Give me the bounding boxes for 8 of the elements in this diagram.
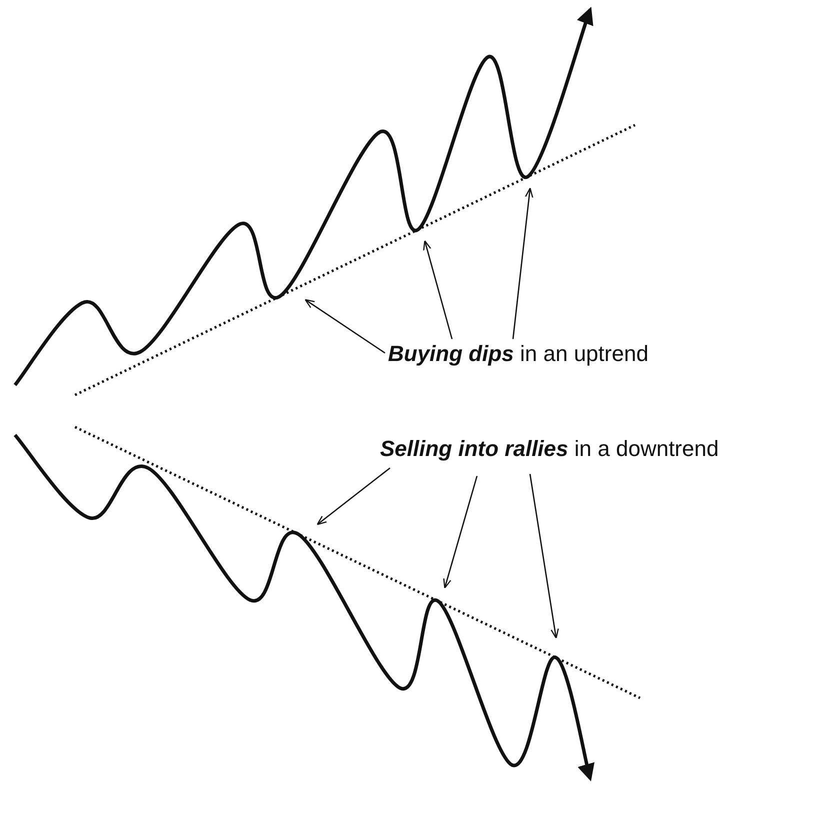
- leader-line: [443, 476, 478, 589]
- leader-line: [512, 188, 534, 340]
- leader-line: [423, 240, 453, 340]
- leader-line: [529, 474, 559, 639]
- annotation-text: Selling into rallies in a downtrend: [380, 436, 719, 462]
- annotation-text: Buying dips in an uptrend: [388, 341, 648, 367]
- leader-line: [316, 467, 390, 526]
- leader-line: [304, 299, 386, 354]
